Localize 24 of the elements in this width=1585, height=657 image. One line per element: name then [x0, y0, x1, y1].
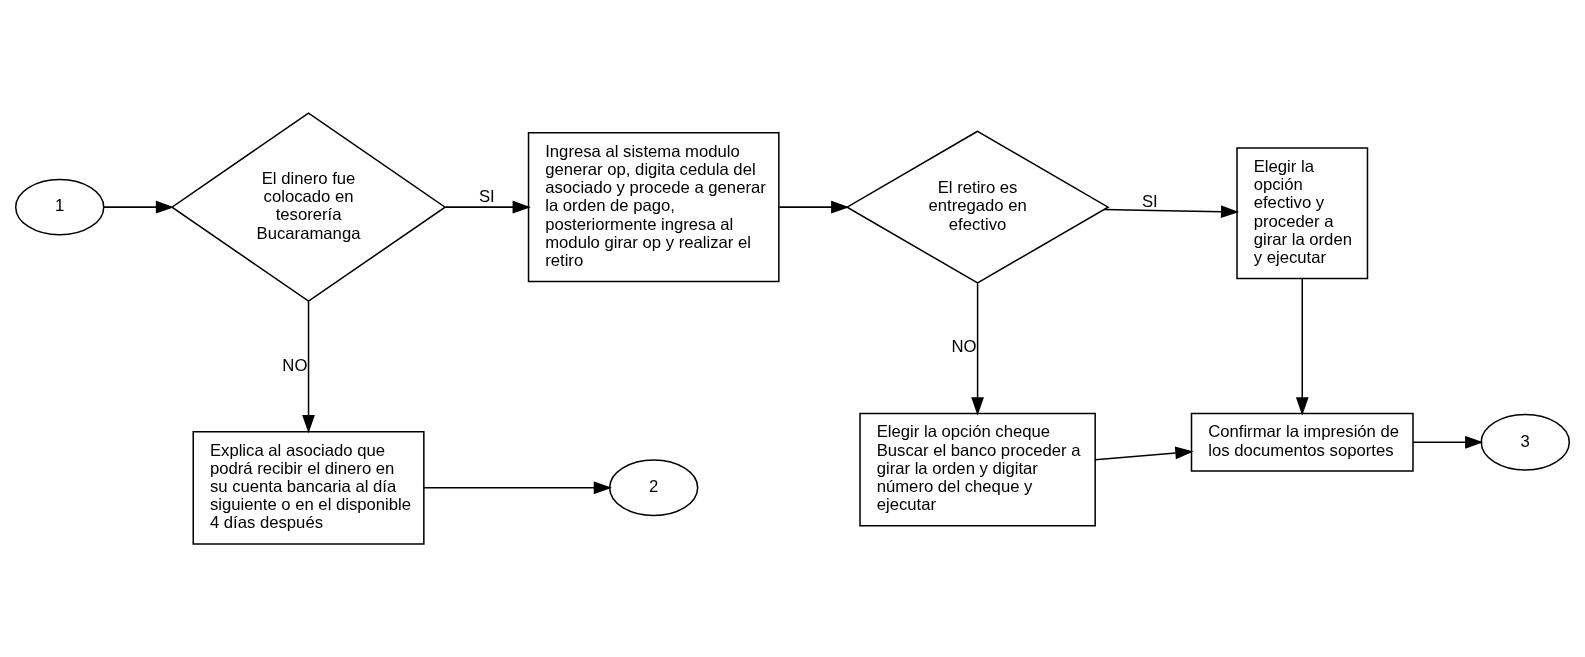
node-box: Elegir la opción efectivo y proceder a girar la orden y ejecutar — [1236, 147, 1369, 280]
edge-label: SI — [1141, 191, 1158, 211]
node-ellipse: 2 — [608, 459, 699, 517]
node-diamond: El dinero fue colocado en tesorería Bucaramanga — [170, 112, 447, 303]
arrow — [302, 300, 315, 434]
arrow — [1094, 446, 1194, 461]
node-box: Ingresa al sistema modulo generar op, digita cedula del asociado y procede a generar la orden de pago, posteriormente ingresa al modulo girar op y realizar el retiro — [527, 132, 780, 283]
arrow — [971, 282, 984, 416]
edge-label: NO — [951, 337, 977, 357]
edge-label: NO — [282, 355, 308, 375]
arrow — [444, 200, 531, 214]
node-ellipse: 3 — [1480, 413, 1571, 471]
arrow — [1295, 278, 1309, 416]
node-box: Elegir la opción cheque Buscar el banco proceder a girar la orden y digitar número del cheque y ejecutar — [859, 412, 1096, 527]
arrow — [1412, 435, 1484, 449]
node-diamond: El retiro es entregado en efectivo — [845, 130, 1110, 284]
node-box: Confirmar la impresión de los documentos soportes — [1190, 412, 1414, 472]
node-ellipse: 1 — [14, 178, 105, 236]
arrow — [778, 200, 850, 214]
edge-label: SI — [478, 187, 495, 207]
arrow — [1103, 205, 1240, 219]
arrow — [103, 200, 175, 214]
node-box: Explica al asociado que podrá recibir el dinero en su cuenta bancaria al día siguiente o en el disponible 4 días después — [192, 430, 425, 545]
arrow — [423, 481, 612, 495]
